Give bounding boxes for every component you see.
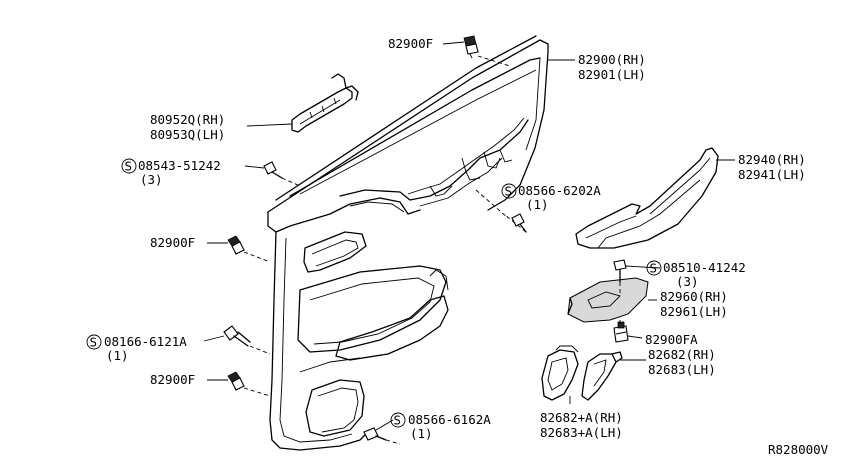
label-screw-b-qty: (1) xyxy=(526,197,549,212)
screw-08166 xyxy=(223,325,251,347)
clip-left-lower xyxy=(227,371,245,391)
part-labels: 82900F 82900(RH) 82901(LH) 80952Q(RH) 80… xyxy=(104,36,829,457)
label-escutcheon-rh: 82682+A(RH) xyxy=(540,410,623,425)
screw-symbol-08566-6202a: S xyxy=(501,184,517,199)
alignment-lines xyxy=(243,55,621,445)
label-screw-d: 08166-6121A xyxy=(104,334,187,349)
label-screw-c: 08510-41242 xyxy=(663,260,746,275)
label-screw-c-qty: (3) xyxy=(676,274,699,289)
leader-lines xyxy=(203,41,735,431)
clip-top xyxy=(463,35,479,59)
clip-82900fa xyxy=(613,321,629,343)
screw-08566-6162a xyxy=(363,427,387,441)
label-clip-top: 82900F xyxy=(388,36,433,51)
screw-symbol-08566-6162a: S xyxy=(390,413,406,428)
label-finisher-rh: 82960(RH) xyxy=(660,289,728,304)
door-trim-panel xyxy=(267,35,549,451)
svg-text:S: S xyxy=(505,184,513,199)
label-screw-b: 08566-6202A xyxy=(518,183,601,198)
label-screw-e: 08566-6162A xyxy=(408,412,491,427)
pull-handle-bracket xyxy=(291,73,359,133)
label-screw-a: 08543-51242 xyxy=(138,158,221,173)
inside-door-handle xyxy=(581,351,623,401)
label-finisher-lh: 82961(LH) xyxy=(660,304,728,319)
label-handle-rh: 82682(RH) xyxy=(648,347,716,362)
label-trim-rh: 82900(RH) xyxy=(578,52,646,67)
label-bracket-lh: 80953Q(LH) xyxy=(150,127,225,142)
screw-symbol-08166: S xyxy=(86,335,102,350)
clip-left-upper xyxy=(227,235,245,255)
svg-text:S: S xyxy=(125,159,133,174)
label-trim-lh: 82901(LH) xyxy=(578,67,646,82)
svg-text:S: S xyxy=(90,335,98,350)
armrest-pad xyxy=(575,147,719,249)
label-escutcheon-lh: 82683+A(LH) xyxy=(540,425,623,440)
label-clip-left-upper: 82900F xyxy=(150,235,195,250)
switch-finisher xyxy=(567,277,649,323)
label-handle-lh: 82683(LH) xyxy=(648,362,716,377)
label-screw-d-qty: (1) xyxy=(106,348,129,363)
svg-text:S: S xyxy=(394,413,402,428)
label-clip-left-lower: 82900F xyxy=(150,372,195,387)
handle-escutcheon xyxy=(541,345,579,401)
screw-08510 xyxy=(613,259,627,283)
screw-08566-6202a xyxy=(511,213,527,233)
screw-08543 xyxy=(263,161,283,179)
screw-symbol-08543: S xyxy=(121,159,137,174)
label-screw-a-qty: (3) xyxy=(140,172,163,187)
screw-symbol-08510: S xyxy=(646,261,662,276)
svg-text:S: S xyxy=(650,261,658,276)
diagram-code: R828000V xyxy=(768,442,829,457)
label-bracket-rh: 80952Q(RH) xyxy=(150,112,225,127)
label-clip-fa: 82900FA xyxy=(645,332,698,347)
label-armrest-lh: 82941(LH) xyxy=(738,167,806,182)
label-screw-e-qty: (1) xyxy=(410,426,433,441)
label-armrest-rh: 82940(RH) xyxy=(738,152,806,167)
